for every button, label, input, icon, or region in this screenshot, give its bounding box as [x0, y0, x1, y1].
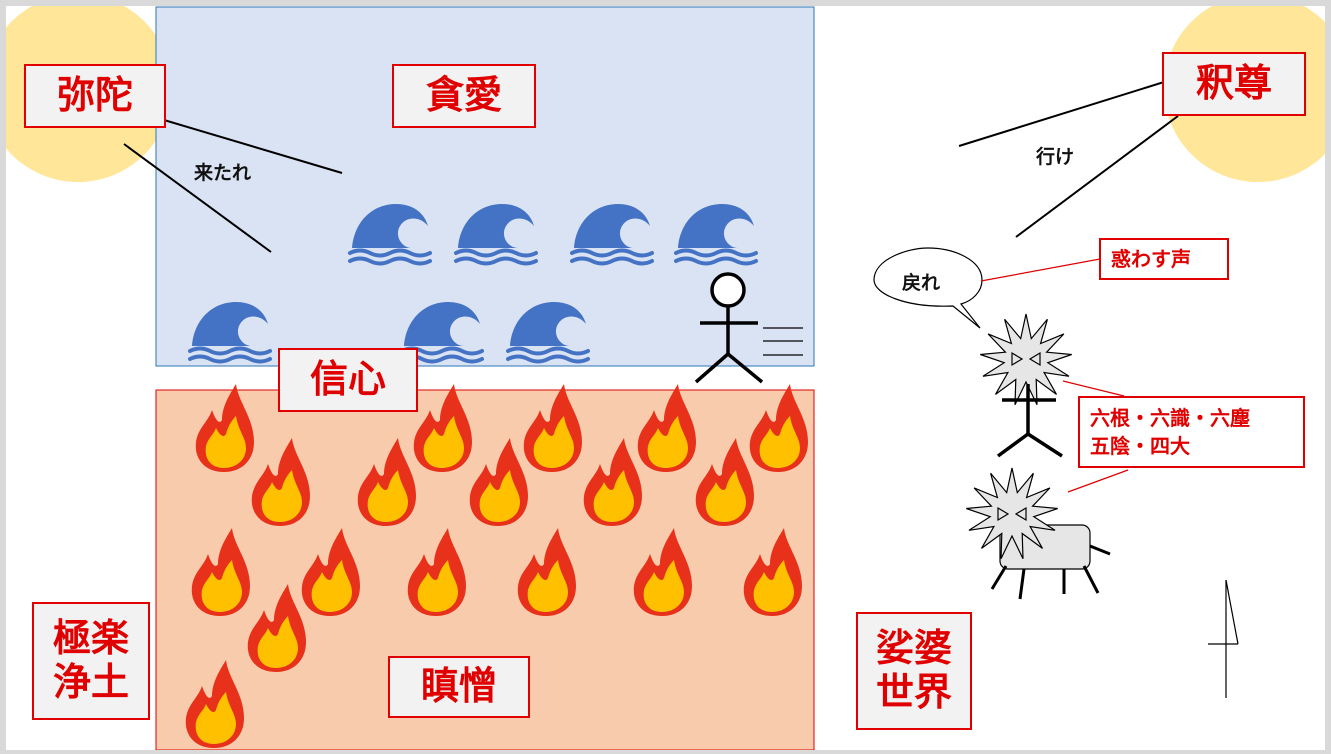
- water-wave-icon: [674, 204, 758, 266]
- flame-icon: [413, 384, 472, 472]
- madowasu-callout: 惑わす声: [1099, 238, 1229, 280]
- gokuraku-jodo-label: 極楽 浄土: [32, 602, 150, 720]
- callout-leader: [980, 258, 1101, 282]
- flame-icon: [749, 384, 808, 472]
- slide: 弥陀 貪愛 釈尊 信心 瞋憎 極楽 浄土 娑婆 世界 惑わす声 六根・六識・六塵…: [6, 6, 1325, 750]
- flame-icon: [301, 528, 360, 616]
- shaba-sekai-label: 娑婆 世界: [856, 612, 972, 730]
- water-wave-icon: [454, 204, 538, 266]
- amida-label: 弥陀: [24, 64, 166, 128]
- speech-bubble: [873, 247, 983, 329]
- amida-call-line: [123, 143, 272, 253]
- shakuson-send-line: [958, 81, 1165, 147]
- flame-icon: [695, 438, 754, 526]
- water-wave-icon: [348, 204, 432, 266]
- water-wave-icon: [570, 204, 654, 266]
- sword-icon: [1208, 579, 1239, 698]
- waves-layer: [188, 204, 758, 364]
- kitare-text: 来たれ: [194, 162, 252, 184]
- flame-icon: [247, 584, 306, 672]
- flame-icon: [517, 528, 576, 616]
- shakuson-label: 釈尊: [1162, 52, 1306, 116]
- water-wave-icon: [188, 302, 272, 364]
- flame-icon: [191, 528, 250, 616]
- stick-figure-icon: [996, 384, 1063, 458]
- flame-icon: [743, 528, 802, 616]
- water-wave-icon: [506, 302, 590, 364]
- motion-lines: [763, 327, 803, 356]
- flame-icon: [469, 438, 528, 526]
- amida-call-line: [163, 119, 343, 174]
- shakuson-send-line: [1015, 115, 1179, 238]
- spiky-demon-icon: [980, 313, 1072, 405]
- four-legged-beast-icon: [966, 467, 1111, 600]
- shinzo-label: 瞋憎: [388, 656, 530, 718]
- flame-icon: [637, 384, 696, 472]
- flame-icon: [523, 384, 582, 472]
- yuke-text: 行け: [1036, 146, 1075, 168]
- flame-icon: [195, 384, 254, 472]
- flame-icon: [583, 438, 642, 526]
- flame-icon: [185, 660, 244, 748]
- flame-icon: [251, 438, 310, 526]
- stick-figure-icon: [694, 272, 764, 384]
- flames-layer: [185, 384, 808, 748]
- flame-icon: [357, 438, 416, 526]
- figures-layer: [123, 81, 1239, 698]
- roku-callout: 六根・六識・六塵 五陰・四大: [1078, 396, 1305, 468]
- shinjin-label: 信心: [278, 348, 418, 412]
- callout-leader: [1062, 380, 1125, 397]
- callout-leader: [1067, 469, 1129, 493]
- modore-text: 戻れ: [902, 272, 941, 294]
- ton-ai-label: 貪愛: [392, 64, 536, 128]
- flame-icon: [407, 528, 466, 616]
- flame-icon: [633, 528, 692, 616]
